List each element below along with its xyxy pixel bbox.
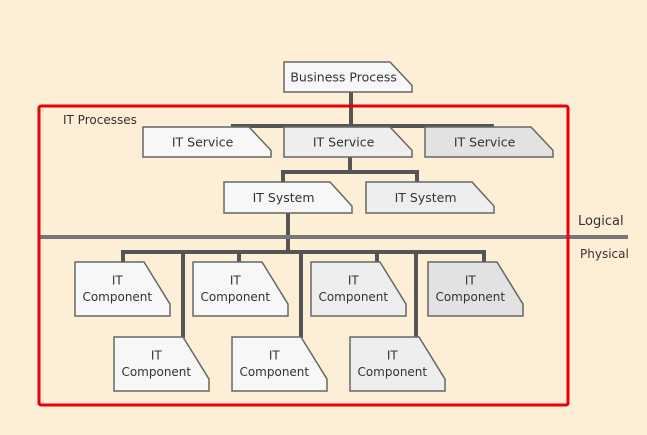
node-it-component-5-shape: [113, 336, 210, 392]
node-it-component-6-label-line1: IT: [269, 349, 281, 363]
node-it-component-4[interactable]: IT Component: [427, 261, 524, 317]
node-it-component-4-label-line2: Component: [435, 290, 505, 304]
node-it-component-7[interactable]: IT Component: [349, 336, 446, 392]
node-it-component-2-label-line2: Component: [200, 290, 270, 304]
node-it-component-1-shape: [74, 261, 171, 317]
node-it-service-2-label: IT Service: [313, 135, 375, 150]
node-it-service-3[interactable]: IT Service: [424, 126, 554, 158]
node-it-system-1[interactable]: IT System: [223, 181, 353, 214]
node-it-service-3-label: IT Service: [454, 135, 516, 150]
node-it-component-6[interactable]: IT Component: [231, 336, 328, 392]
node-it-component-2[interactable]: IT Component: [192, 261, 289, 317]
node-business-process[interactable]: Business Process: [283, 61, 413, 93]
node-it-service-2-shape: [283, 126, 413, 158]
node-it-component-6-label-line2: Component: [239, 365, 309, 379]
node-it-system-1-label: IT System: [253, 190, 315, 205]
highlight-frame: [37, 104, 570, 407]
node-business-process-label: Business Process: [290, 70, 397, 85]
node-it-service-1[interactable]: IT Service: [142, 126, 272, 158]
connectors: [121, 92, 494, 338]
node-it-component-2-label-line1: IT: [230, 274, 242, 288]
node-it-component-1-label-line2: Component: [82, 290, 152, 304]
node-it-component-3[interactable]: IT Component: [310, 261, 407, 317]
node-it-component-3-label-line2: Component: [318, 290, 388, 304]
node-it-component-2-shape: [192, 261, 289, 317]
node-it-component-5[interactable]: IT Component: [113, 336, 210, 392]
node-it-component-1[interactable]: IT Component: [74, 261, 171, 317]
layer-label-logical: Logical: [578, 214, 624, 229]
node-it-component-1-label-line1: IT: [112, 274, 124, 288]
node-it-system-2-label: IT System: [395, 190, 457, 205]
node-it-component-7-shape: [349, 336, 446, 392]
node-it-service-1-shape: [142, 126, 272, 158]
node-it-service-1-label: IT Service: [172, 135, 234, 150]
node-it-component-7-label-line1: IT: [387, 349, 399, 363]
layer-label-physical: Physical: [580, 247, 629, 261]
node-it-component-6-shape: [231, 336, 328, 392]
node-it-component-5-label-line2: Component: [121, 365, 191, 379]
node-business-process-shape: [283, 61, 413, 93]
node-it-component-4-shape: [427, 261, 524, 317]
node-it-component-5-label-line1: IT: [151, 349, 163, 363]
node-it-component-7-label-line2: Component: [357, 365, 427, 379]
node-it-system-2-shape: [365, 181, 495, 214]
group-label-it-processes: IT Processes: [63, 113, 137, 127]
node-it-system-2[interactable]: IT System: [365, 181, 495, 214]
node-it-service-3-shape: [424, 126, 554, 158]
node-it-component-3-label-line1: IT: [348, 274, 360, 288]
node-it-component-4-label-line1: IT: [465, 274, 477, 288]
node-it-service-2[interactable]: IT Service: [283, 126, 413, 158]
node-it-system-1-shape: [223, 181, 353, 214]
node-it-component-3-shape: [310, 261, 407, 317]
